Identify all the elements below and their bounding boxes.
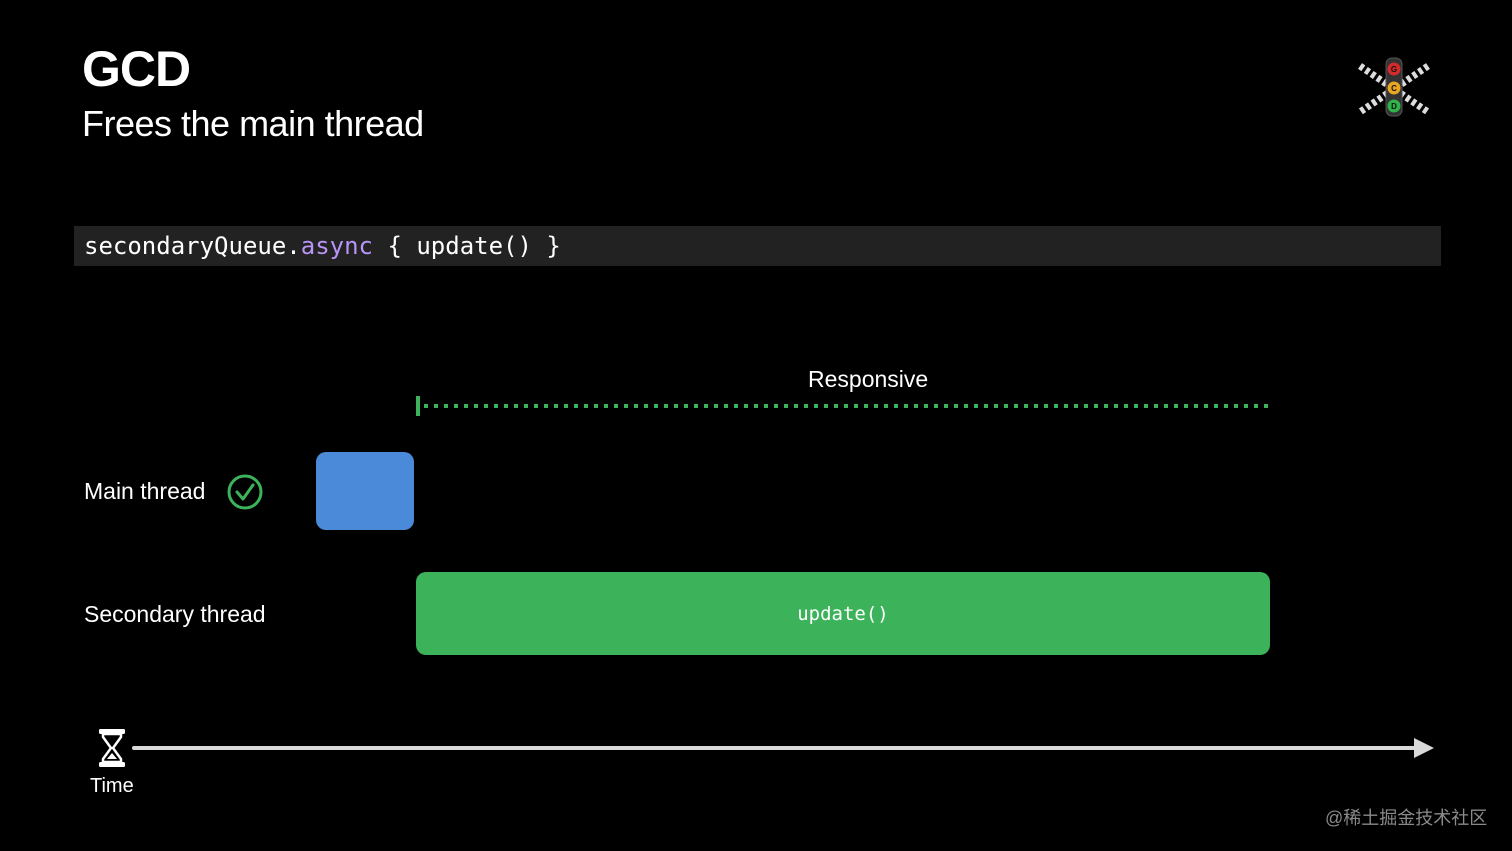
gcd-logo: G C D bbox=[1358, 57, 1430, 117]
hourglass-icon bbox=[99, 729, 125, 767]
main-thread-block bbox=[316, 452, 414, 530]
responsive-dotted-line bbox=[416, 396, 1272, 416]
slide-title: GCD bbox=[82, 41, 191, 97]
checkmark-icon bbox=[227, 474, 263, 510]
logo-letter-c: C bbox=[1391, 84, 1397, 93]
secondary-thread-block: update() bbox=[416, 572, 1270, 655]
logo-letter-d: D bbox=[1391, 102, 1397, 111]
code-prefix: secondaryQueue. bbox=[84, 232, 301, 260]
logo-letter-g: G bbox=[1391, 65, 1397, 74]
main-thread-label: Main thread bbox=[84, 478, 206, 504]
time-label: Time bbox=[90, 775, 134, 797]
code-keyword: async bbox=[300, 232, 373, 260]
secondary-thread-label: Secondary thread bbox=[84, 601, 266, 627]
update-call-label: update() bbox=[797, 602, 889, 625]
watermark: @稀土掘金技术社区 bbox=[1325, 808, 1488, 828]
time-axis-arrow bbox=[132, 738, 1434, 758]
slide-subtitle: Frees the main thread bbox=[82, 103, 424, 144]
code-suffix: { update() } bbox=[373, 232, 561, 260]
code-snippet: secondaryQueue.async { update() } bbox=[74, 226, 1441, 266]
responsive-label: Responsive bbox=[808, 366, 929, 392]
